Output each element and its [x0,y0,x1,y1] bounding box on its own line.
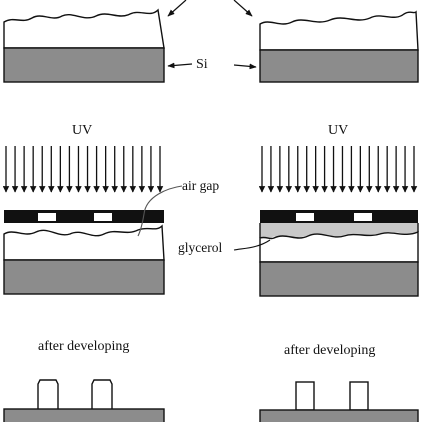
right-developed-wafer [259,381,419,422]
left-si-substrate-developed [3,408,165,422]
si-arrow-right [233,63,257,70]
uv-arrows-left [2,146,164,193]
left-pillar-2 [91,379,113,409]
left-si-substrate [3,47,165,83]
right-pillar-2 [349,381,369,411]
uv-label-right: UV [328,123,348,138]
after-developing-label-left: after developing [38,339,129,354]
left-pillar-1 [37,379,59,409]
left-developed-wafer [3,379,165,422]
left-si-substrate-exposed [3,259,165,295]
right-coated-wafer [259,10,419,83]
air-gap-label: air gap [182,178,219,193]
top-arrow-right [233,0,253,17]
left-mask-window-1 [38,213,56,221]
right-si-substrate-exposed [259,261,419,297]
left-mask-bar [4,210,164,223]
si-arrow-left [167,62,193,69]
left-photomask [4,210,164,223]
right-resist-layer [259,10,419,51]
right-exposed-wafer [259,223,419,297]
right-mask-bar [260,210,418,223]
left-resist-layer [3,8,165,49]
uv-arrows-right [258,146,418,193]
right-mask-window-1 [296,213,314,221]
right-si-substrate-developed [259,409,419,422]
top-arrow-left [167,0,187,17]
left-coated-wafer [3,8,165,83]
right-si-substrate [259,49,419,83]
right-resist-exposed [259,230,419,263]
after-developing-label-right: after developing [284,343,375,358]
glycerol-label: glycerol [178,240,222,255]
left-mask-window-2 [94,213,112,221]
right-photomask [260,210,418,223]
air-gap-leader [137,185,183,237]
uv-label-left: UV [72,123,92,138]
si-label: Si [196,57,208,72]
right-mask-window-2 [354,213,372,221]
left-resist-exposed [3,224,165,261]
left-exposed-wafer [3,224,165,295]
glycerol-leader [233,239,271,251]
right-pillar-1 [295,381,315,411]
